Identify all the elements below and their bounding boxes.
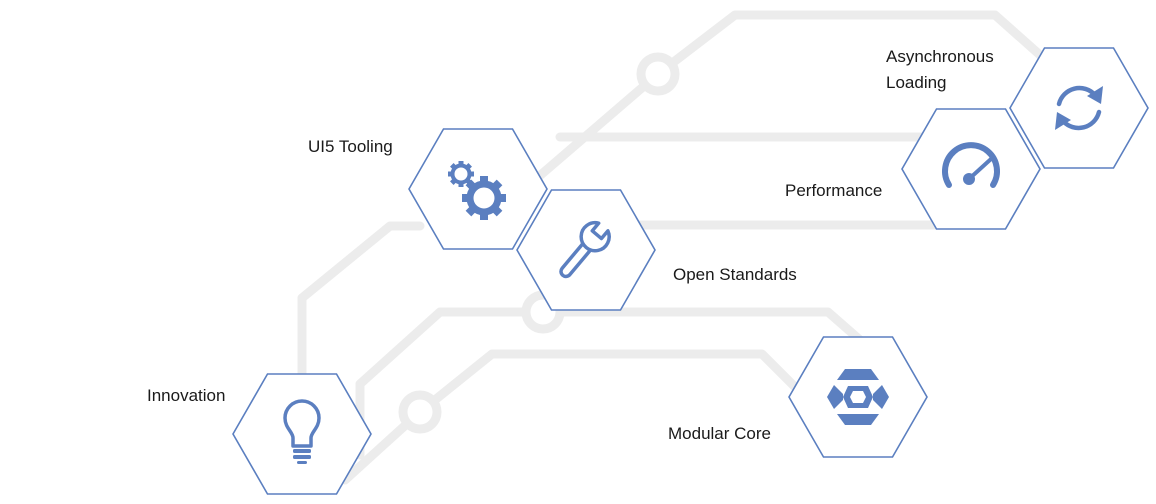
refresh-icon (1055, 85, 1103, 131)
speedometer-icon (942, 142, 1000, 188)
label-ui5-tooling: UI5 Tooling (308, 137, 393, 156)
lightbulb-icon (283, 399, 321, 464)
label-modular-core: Modular Core (668, 424, 771, 443)
hex-innovation (232, 373, 372, 495)
hex-modular-core (788, 336, 928, 458)
hex-ui5-tooling (408, 128, 548, 250)
label-performance: Performance (785, 181, 883, 200)
label-async-loading-line1: Asynchronous (886, 47, 994, 66)
track-node (636, 52, 680, 96)
modular-core-icon (827, 369, 889, 425)
hex-async-loading (1009, 47, 1149, 169)
hex-performance (901, 108, 1041, 230)
label-innovation: Innovation (147, 386, 226, 405)
gears-icon (448, 161, 506, 220)
hex-open-standards (516, 189, 656, 311)
label-async-loading: Asynchronous Loading (886, 44, 994, 96)
wrench-icon (559, 220, 611, 279)
track-node (398, 390, 442, 434)
label-async-loading-line2: Loading (886, 73, 947, 92)
label-open-standards: Open Standards (673, 265, 797, 284)
